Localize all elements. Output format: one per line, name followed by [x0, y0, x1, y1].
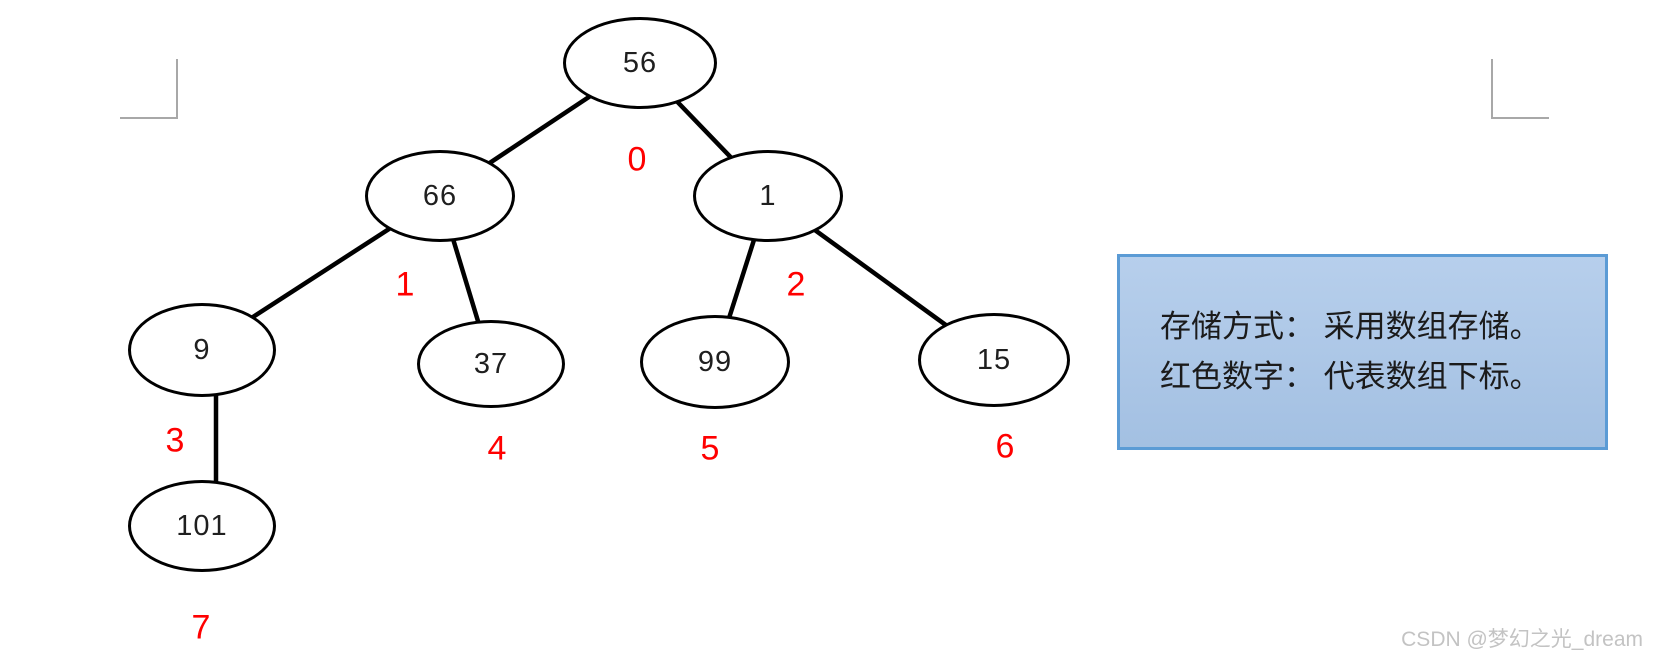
- node-value: 37: [473, 347, 509, 380]
- node-array-index-label: 4: [487, 429, 507, 468]
- watermark-text: CSDN @梦幻之光_dream: [1401, 628, 1643, 651]
- legend-line-red-numbers: 红色数字： 代表数组下标。: [1160, 359, 1541, 394]
- node-array-index-label: 6: [995, 427, 1015, 466]
- node-array-index-label: 7: [191, 608, 211, 647]
- node-array-index-label: 2: [786, 265, 806, 304]
- tree-node-15: 15: [918, 313, 1070, 407]
- node-value: 15: [976, 343, 1012, 376]
- node-value: 1: [759, 179, 777, 212]
- node-value: 66: [422, 179, 458, 212]
- legend-line-storage: 存储方式： 采用数组存储。: [1160, 309, 1541, 344]
- node-value: 56: [622, 46, 658, 79]
- tree-node-99: 99: [640, 315, 790, 409]
- node-array-index-label: 1: [395, 265, 415, 304]
- node-value: 99: [697, 345, 733, 378]
- tree-node-1: 1: [693, 150, 843, 242]
- tree-node-101: 101: [128, 480, 276, 572]
- node-value: 101: [176, 509, 228, 542]
- node-array-index-label: 5: [700, 429, 720, 468]
- tree-node-37: 37: [417, 320, 565, 408]
- node-value: 9: [193, 333, 211, 366]
- page-margin-mark-top-right: [1491, 59, 1549, 119]
- tree-node-56: 56: [563, 17, 717, 109]
- tree-node-66: 66: [365, 150, 515, 242]
- legend-box: 存储方式： 采用数组存储。 红色数字： 代表数组下标。: [1117, 254, 1608, 450]
- node-array-index-label: 3: [165, 421, 185, 460]
- tree-node-9: 9: [128, 303, 276, 397]
- page-margin-mark-top-left: [120, 59, 178, 119]
- node-array-index-label: 0: [627, 140, 647, 179]
